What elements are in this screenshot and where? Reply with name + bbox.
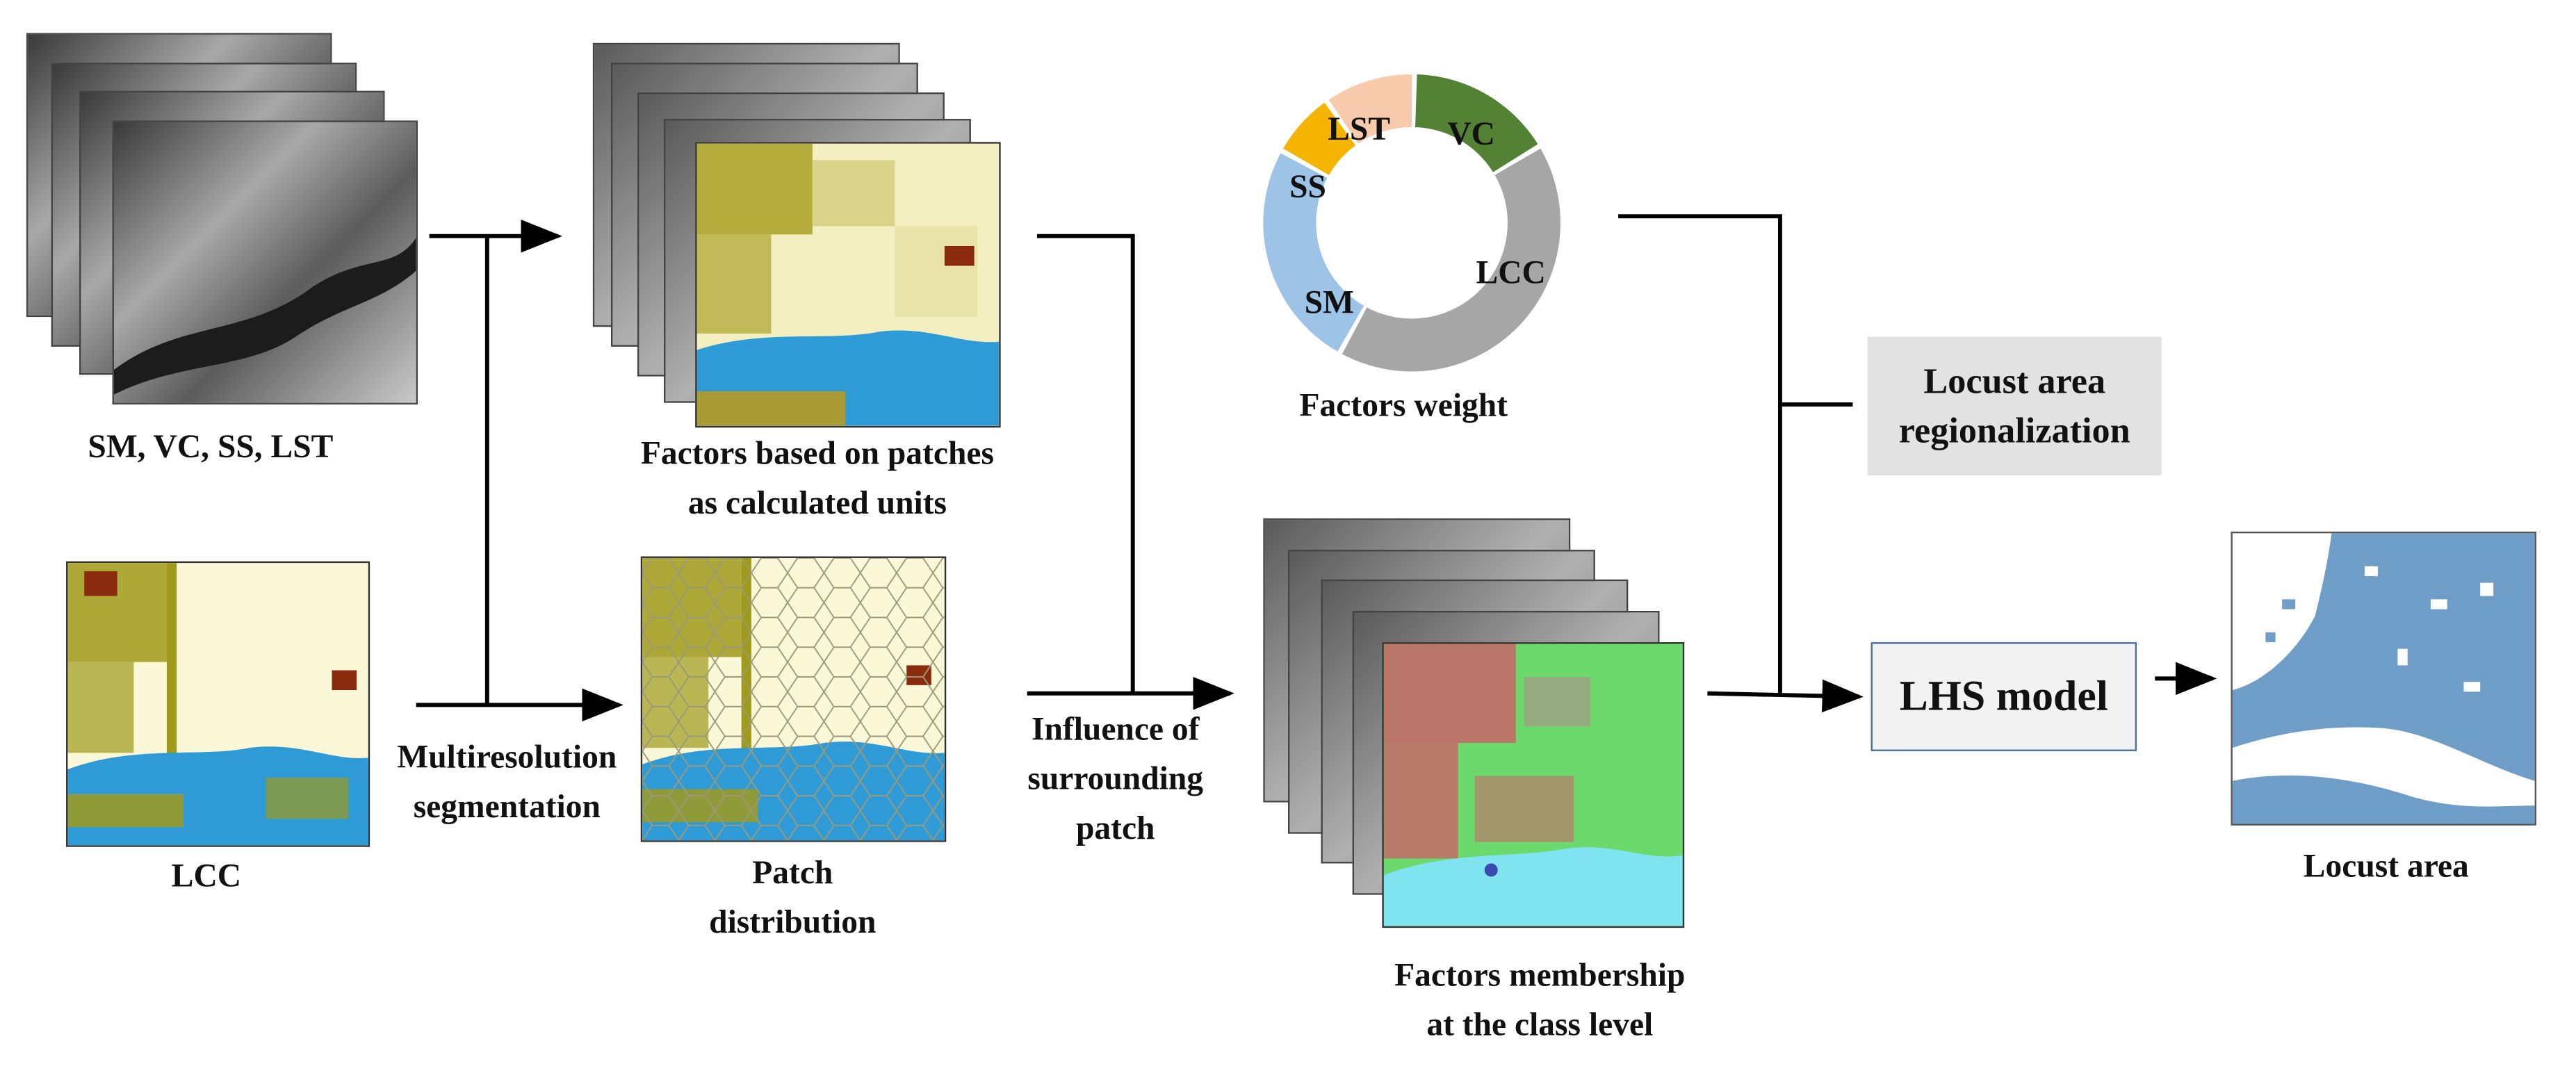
donut-label-lst: LST xyxy=(1328,111,1390,147)
donut-segment-vc xyxy=(1415,74,1538,172)
lhs-model-box: LHS model xyxy=(1870,642,2137,751)
donut-segment-sm xyxy=(1263,153,1364,352)
regionalization-label-line1: Locust area xyxy=(1923,359,2106,402)
donut-segment-lst xyxy=(1328,74,1412,144)
connector-weight-to-model xyxy=(1618,214,1782,694)
patch-distribution-label-line1: Patch xyxy=(752,855,833,892)
inputs-label: SM, VC, SS, LST xyxy=(88,429,334,466)
influence-label-line2: surrounding xyxy=(1027,761,1204,798)
input-image-layer xyxy=(112,120,418,405)
membership-label-line1: Factors membership xyxy=(1394,957,1686,994)
membership-label-line2: at the class level xyxy=(1426,1007,1654,1044)
patch-distribution-map xyxy=(640,556,947,842)
donut-label-vc: VC xyxy=(1447,116,1495,152)
influence-label-line3: patch xyxy=(1075,810,1155,847)
locust-area-label: Locust area xyxy=(2303,849,2469,885)
donut-label-sm: SM xyxy=(1305,284,1354,320)
locust-area-map xyxy=(2231,531,2536,826)
factor-patch-map xyxy=(695,142,1001,428)
connector-factors-to-influence xyxy=(1036,234,1135,694)
arrow-membership-to-model xyxy=(1707,679,1864,713)
donut-segment-lcc xyxy=(1342,148,1560,372)
regionalization-box: Locust area regionalization xyxy=(1867,336,2162,476)
membership-map xyxy=(1382,642,1685,928)
patch-distribution-label-line2: distribution xyxy=(709,904,877,942)
influence-label-line1: Influence of xyxy=(1031,711,1200,748)
factors-patches-label-line1: Factors based on patches xyxy=(640,436,994,473)
lcc-label: LCC xyxy=(171,858,242,895)
factors-patches-label-line2: as calculated units xyxy=(687,485,947,522)
donut-label-lcc: LCC xyxy=(1476,255,1546,291)
lhs-model-label: LHS model xyxy=(1899,671,2108,720)
donut-label-ss: SS xyxy=(1289,169,1326,205)
factors-weight-label: Factors weight xyxy=(1299,388,1508,425)
segmentation-label-line2: segmentation xyxy=(413,789,601,826)
lcc-map xyxy=(66,561,370,847)
donut-segment-ss xyxy=(1283,102,1356,175)
segmentation-label-line1: Multiresolution xyxy=(397,739,617,776)
regionalization-label-line2: regionalization xyxy=(1898,409,2130,451)
